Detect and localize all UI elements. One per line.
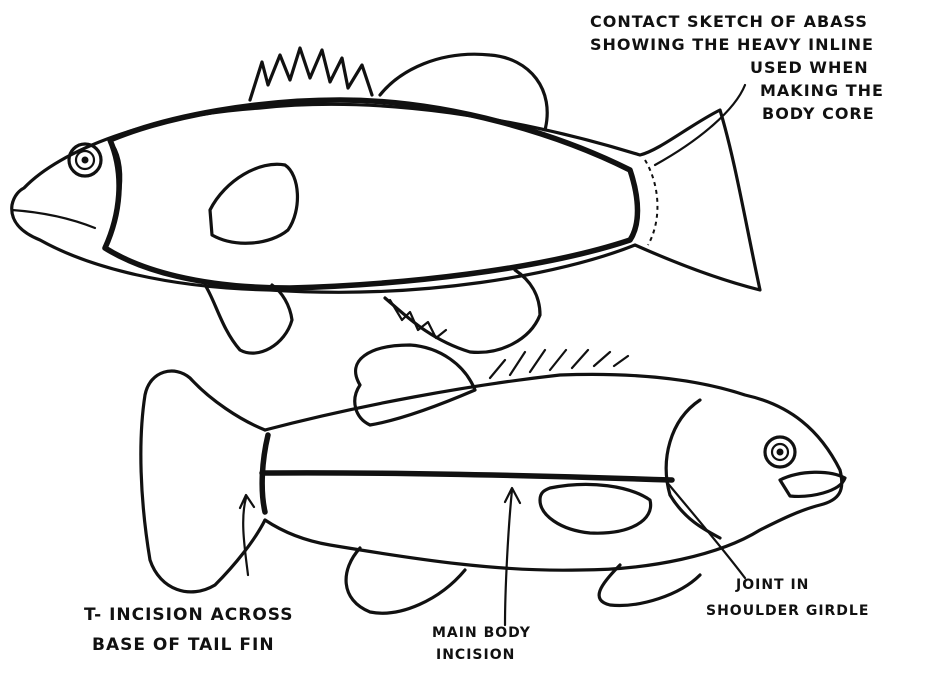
t-incision-label: T- INCISION ACROSS BASE OF TAIL FIN (84, 600, 294, 660)
bottom-fish-mouth (780, 472, 845, 496)
t-incision-line-1: T- INCISION ACROSS (84, 600, 294, 630)
top-fish-mouth (12, 210, 95, 228)
contact-sketch-line-2: SHOWING THE HEAVY INLINE (590, 33, 884, 56)
top-fish-tail-dash (645, 160, 657, 245)
bottom-fish-pectoral-fin (540, 484, 651, 533)
joint-line-2: SHOULDER GIRDLE (706, 598, 869, 624)
bottom-fish-pelvic-fin (599, 565, 700, 605)
joint-label: JOINT IN SHOULDER GIRDLE (706, 572, 869, 624)
t-incision-arrow (240, 495, 254, 575)
t-incision-line-2: BASE OF TAIL FIN (92, 630, 294, 660)
top-fish-pelvic-fin (205, 285, 292, 353)
main-body-arrow (505, 488, 520, 625)
contact-sketch-line-4: MAKING THE (760, 79, 884, 102)
main-body-incision-line (262, 473, 672, 480)
top-fish-body-core (105, 100, 638, 288)
joint-leader (665, 480, 745, 578)
contact-sketch-line-5: BODY CORE (762, 102, 884, 125)
top-fish-anal-spines (390, 300, 446, 338)
main-body-line-1: MAIN BODY (432, 622, 531, 644)
contact-sketch-line-3: USED WHEN (750, 56, 884, 79)
top-fish-pectoral-fin (210, 164, 297, 243)
bottom-fish-gill-cover (666, 400, 720, 538)
bottom-fish-dorsal-soft (355, 345, 475, 425)
top-fish-dorsal-soft (380, 54, 547, 130)
contact-sketch-line-1: CONTACT SKETCH OF ABASS (590, 10, 884, 33)
main-body-line-2: INCISION (436, 644, 531, 666)
bottom-fish-eye (765, 437, 795, 467)
contact-sketch-label: CONTACT SKETCH OF ABASS SHOWING THE HEAV… (590, 10, 884, 125)
joint-line-1: JOINT IN (736, 572, 869, 598)
main-body-incision-label: MAIN BODY INCISION (432, 622, 531, 666)
top-fish-dorsal-spiny (250, 48, 372, 100)
